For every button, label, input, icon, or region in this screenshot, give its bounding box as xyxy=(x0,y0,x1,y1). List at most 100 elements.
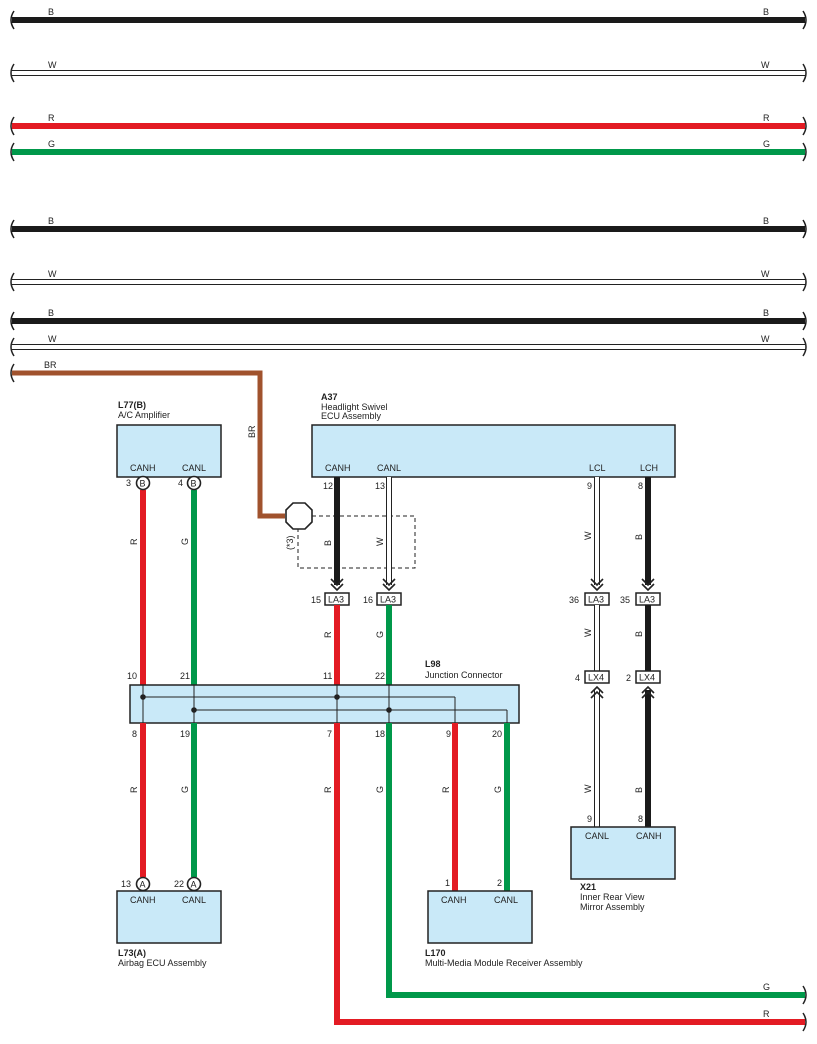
wire-code: B xyxy=(763,216,769,226)
wire-code: G xyxy=(180,538,190,545)
shield-note: (*3) xyxy=(285,535,295,550)
wire-code: B xyxy=(48,7,54,17)
component-id: X21 xyxy=(580,882,596,892)
connector-l77-b: B 3 B 4 xyxy=(126,475,202,491)
wire-code: R xyxy=(323,631,333,638)
wire-code: G xyxy=(763,139,770,149)
pin-number: 10 xyxy=(127,671,137,681)
pin-label: LCH xyxy=(640,463,658,473)
pin-number: 36 xyxy=(569,595,579,605)
pin-number: 3 xyxy=(126,478,131,488)
wire-code: B xyxy=(48,216,54,226)
connector-la3-36: LA3 36 xyxy=(569,592,610,606)
pin-number: 11 xyxy=(323,671,332,681)
pin-number: 15 xyxy=(311,595,321,605)
component-l73: A 13 A 22 CANH CANL L73(A) Airbag ECU As… xyxy=(116,876,222,968)
splice-dots xyxy=(140,694,392,713)
connector-label: LX4 xyxy=(588,673,604,683)
component-name: A/C Amplifier xyxy=(118,410,170,420)
pin-number: 20 xyxy=(492,729,502,739)
component-name: Inner Rear View xyxy=(580,892,645,902)
pin-label: CANH xyxy=(636,831,662,841)
pin-number: 35 xyxy=(620,595,630,605)
wire-code: W xyxy=(583,784,593,793)
component-name: Multi-Media Module Receiver Assembly xyxy=(425,958,583,968)
wire-code: B xyxy=(763,308,769,318)
component-id: L73(A) xyxy=(118,948,146,958)
pin-number: 16 xyxy=(363,595,373,605)
top-wire-b3: B B xyxy=(10,308,807,331)
pin-number: 2 xyxy=(626,673,631,683)
connector-la3-35: LA3 35 xyxy=(620,592,661,606)
connector-letter: B xyxy=(140,479,146,489)
pin-label: CANL xyxy=(585,831,609,841)
wire-l98-7 xyxy=(334,723,805,1025)
wire-code: R xyxy=(129,538,139,545)
pin-label: CANL xyxy=(494,895,518,905)
wire-code: W xyxy=(583,531,593,540)
connector-lx4-4: LX4 4 xyxy=(575,670,610,684)
connector-letter: A xyxy=(191,880,197,890)
top-wire-w2: W W xyxy=(10,269,807,292)
top-wire-g: G G xyxy=(10,139,807,162)
pin-label: LCL xyxy=(589,463,606,473)
wire-code: B xyxy=(323,540,333,546)
pin-label: CANH xyxy=(130,463,156,473)
pin-number: 21 xyxy=(180,671,190,681)
connector-la3-16: LA3 16 xyxy=(363,592,402,606)
component-name: Mirror Assembly xyxy=(580,902,645,912)
top-wire-w3: W W xyxy=(10,334,807,357)
wire-code: R xyxy=(763,113,770,123)
component-name: Junction Connector xyxy=(425,670,503,680)
chevron-up-icon xyxy=(590,685,655,699)
pin-number: 9 xyxy=(446,729,451,739)
wire-code: W xyxy=(48,269,57,279)
wire-code: W xyxy=(761,334,770,344)
wire-code: B xyxy=(763,7,769,17)
wire-code: R xyxy=(323,786,333,793)
component-name: Airbag ECU Assembly xyxy=(118,958,207,968)
connector-label: LA3 xyxy=(588,595,604,605)
pin-number: 4 xyxy=(575,673,580,683)
pin-number: 18 xyxy=(375,729,385,739)
pin-number: 8 xyxy=(638,481,643,491)
connector-label: LA3 xyxy=(328,595,344,605)
wire-code: G xyxy=(763,982,770,992)
pin-number: 22 xyxy=(174,879,184,889)
wire-code: W xyxy=(761,269,770,279)
top-wire-r: R R xyxy=(10,113,807,136)
wire-code: R xyxy=(763,1009,770,1019)
component-l170: 1 2 CANH CANL L170 Multi-Media Module Re… xyxy=(425,878,583,968)
connector-label: LA3 xyxy=(380,595,396,605)
wire-code: B xyxy=(48,308,54,318)
shield-ground: (*3) xyxy=(285,502,416,569)
connector-letter: B xyxy=(191,479,197,489)
wire-code: B xyxy=(634,534,644,540)
wire-code: B xyxy=(634,787,644,793)
component-id: L98 xyxy=(425,659,441,669)
pin-number: 4 xyxy=(178,478,183,488)
wire-code: BR xyxy=(44,360,57,370)
component-id: A37 xyxy=(321,392,338,402)
connector-la3-15: LA3 15 xyxy=(311,592,350,606)
wire-code: W xyxy=(761,60,770,70)
octagon-splice-icon xyxy=(285,502,313,530)
wire-code: R xyxy=(48,113,55,123)
connector-label: LX4 xyxy=(639,673,655,683)
pin-label: CANL xyxy=(377,463,401,473)
pin-label: CANL xyxy=(182,463,206,473)
top-wire-b1: B B xyxy=(10,7,807,30)
pin-number: 19 xyxy=(180,729,190,739)
component-name: ECU Assembly xyxy=(321,411,382,421)
pin-number: 13 xyxy=(121,879,131,889)
wire-code: G xyxy=(375,786,385,793)
chevron-down-icon xyxy=(330,578,655,592)
wire-code: G xyxy=(48,139,55,149)
pin-label: CANH xyxy=(441,895,467,905)
wire-code: W xyxy=(375,537,385,546)
component-a37: A37 Headlight Swivel ECU Assembly CANH C… xyxy=(311,392,676,491)
pin-number: 1 xyxy=(445,878,450,888)
internal-bus xyxy=(142,685,508,723)
component-l77: L77(B) A/C Amplifier CANH CANL xyxy=(116,400,222,478)
